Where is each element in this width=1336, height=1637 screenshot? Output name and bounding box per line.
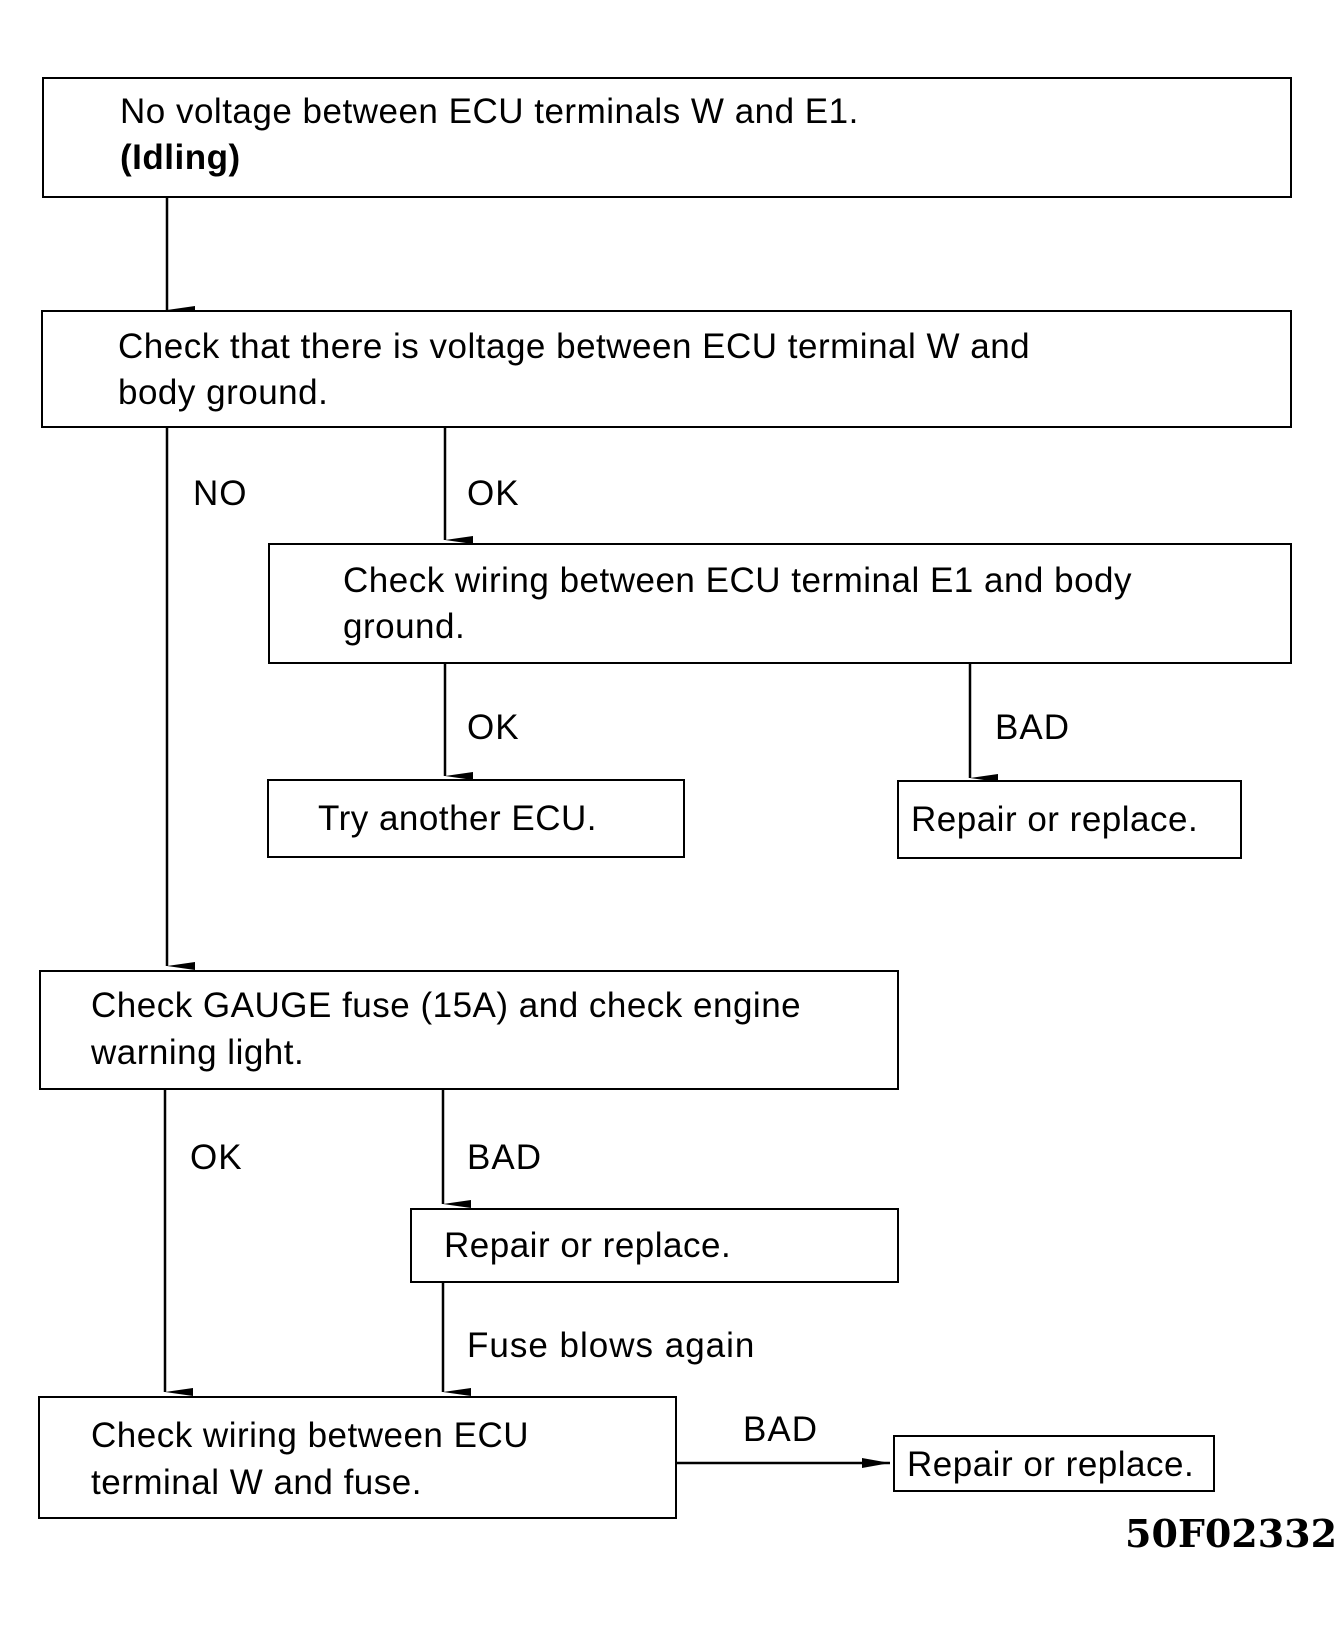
figure-code: 50F02332 [1125,1511,1336,1556]
node-check-fuse-box [39,970,899,1090]
node-check-w-line1: Check that there is voltage between ECU … [118,327,1031,366]
edge-label-bad-3: BAD [743,1410,818,1449]
node-check-wiring-fuse-line1: Check wiring between ECU [91,1416,530,1455]
edge-label-ok-1: OK [467,474,520,513]
node-try-ecu-text: Try another ECU. [318,799,598,838]
node-repair-3-text: Repair or replace. [907,1445,1195,1484]
edge-label-fuse-blows-again: Fuse blows again [467,1326,756,1365]
node-start-line2: (Idling) [120,138,241,177]
node-check-w-line2: body ground. [118,373,329,412]
edge-label-ok-3: OK [190,1138,243,1177]
node-check-e1-line2: ground. [343,607,466,646]
edge-label-bad-2: BAD [467,1138,542,1177]
node-repair-2-text: Repair or replace. [444,1226,732,1265]
node-try-ecu-box [267,779,685,858]
node-start-line1: No voltage between ECU terminals W and E… [120,92,859,131]
edge-label-bad-1: BAD [995,708,1070,747]
node-check-fuse-line2: warning light. [91,1033,305,1072]
node-start-box [42,77,1292,198]
node-repair-2-box [410,1208,899,1283]
node-check-wiring-fuse-line2: terminal W and fuse. [91,1463,422,1502]
node-check-fuse-line1: Check GAUGE fuse (15A) and check engine [91,986,802,1025]
node-check-e1-box [268,543,1292,664]
node-check-e1-line1: Check wiring between ECU terminal E1 and… [343,561,1132,600]
edge-label-ok-2: OK [467,708,520,747]
node-repair-1-box [897,780,1242,859]
node-check-wiring-fuse-box [38,1396,677,1519]
node-repair-3-box [893,1435,1215,1492]
node-repair-1-text: Repair or replace. [911,800,1199,839]
edge-label-no: NO [193,474,248,513]
node-check-w-box [41,310,1292,428]
